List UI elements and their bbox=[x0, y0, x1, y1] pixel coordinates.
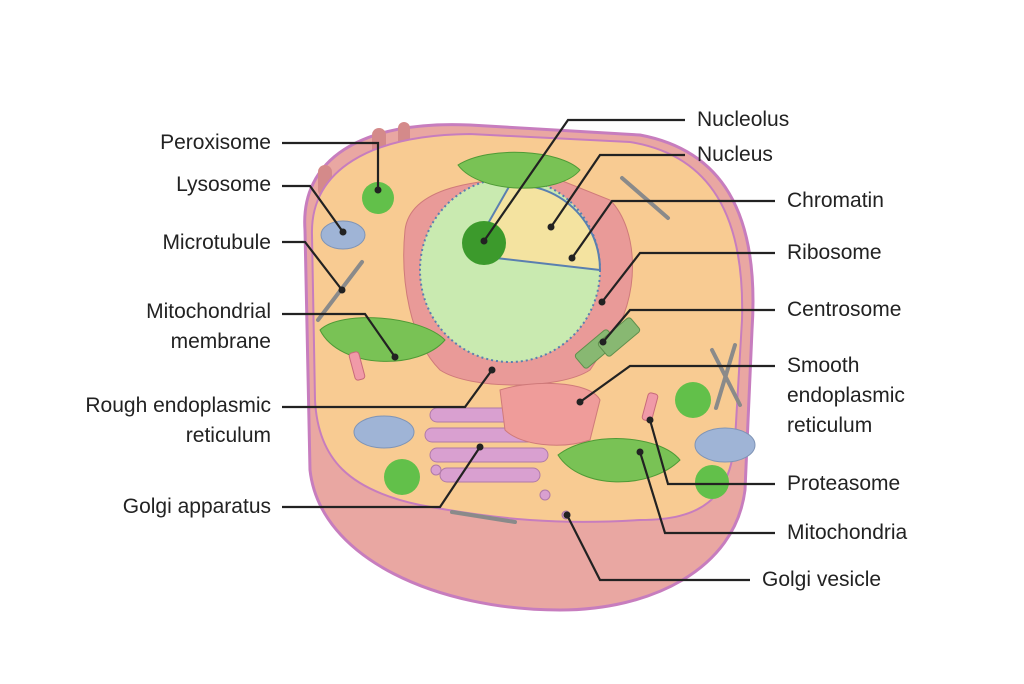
label-smooth-er: Smooth endoplasmic reticulum bbox=[787, 351, 905, 441]
label-lysosome: Lysosome bbox=[176, 173, 271, 196]
label-chromatin: Chromatin bbox=[787, 189, 884, 212]
label-line: Rough endoplasmic bbox=[85, 394, 271, 417]
label-line: endoplasmic bbox=[787, 384, 905, 407]
label-mitochondria: Mitochondria bbox=[787, 521, 908, 544]
peroxisome-shapes bbox=[362, 182, 729, 499]
smooth-er-shape bbox=[499, 383, 601, 446]
label-centrosome: Centrosome bbox=[787, 298, 902, 321]
label-ribosome: Ribosome bbox=[787, 241, 882, 264]
label-golgi-apparatus: Golgi apparatus bbox=[122, 495, 271, 518]
label-mitochondrial-membrane: Mitochondrial membrane bbox=[146, 297, 271, 357]
label-line: Mitochondrial bbox=[146, 300, 271, 323]
label-line: Smooth bbox=[787, 354, 860, 377]
label-peroxisome: Peroxisome bbox=[160, 131, 271, 154]
label-microtubule: Microtubule bbox=[162, 231, 271, 254]
leader-lines bbox=[282, 118, 775, 582]
lysosome-shapes bbox=[320, 220, 756, 463]
label-line: reticulum bbox=[185, 424, 271, 447]
label-proteasome: Proteasome bbox=[787, 472, 901, 495]
proteasome-shapes bbox=[348, 351, 659, 422]
nucleus-shape bbox=[419, 177, 602, 363]
label-nucleolus: Nucleolus bbox=[697, 108, 790, 131]
label-golgi-vesicle: Golgi vesicle bbox=[762, 568, 882, 591]
label-rough-er: Rough endoplasmic reticulum bbox=[85, 391, 271, 451]
label-line: reticulum bbox=[787, 414, 873, 437]
label-nucleus: Nucleus bbox=[697, 143, 773, 166]
label-line: membrane bbox=[170, 330, 271, 353]
leader-dots bbox=[338, 186, 654, 519]
